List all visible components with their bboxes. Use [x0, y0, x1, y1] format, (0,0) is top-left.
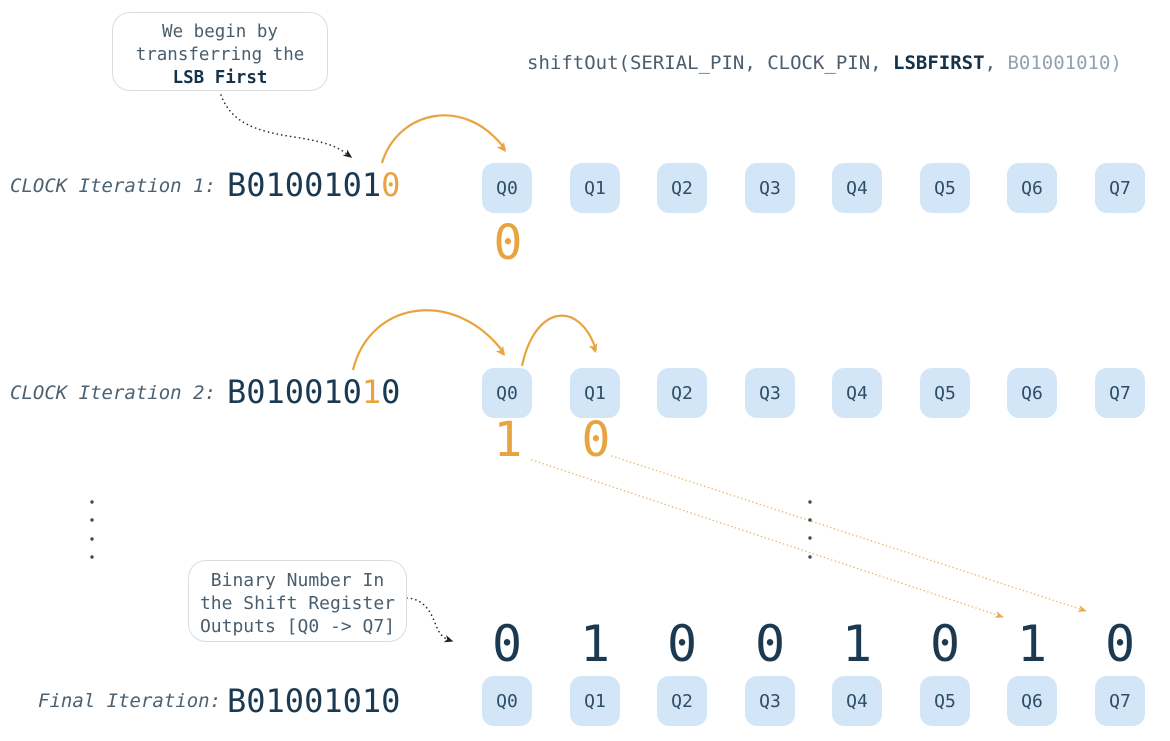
register-box-q0-row1: Q0 [482, 163, 532, 213]
final-digit-q7: 0 [1104, 615, 1136, 673]
register-label: Q4 [846, 177, 868, 199]
callout-lsb-first: We begin by transferring the LSB First [112, 12, 328, 91]
register-label: Q5 [934, 382, 956, 404]
final-digit-q6: 1 [1016, 615, 1048, 673]
register-box-q3-row2: Q3 [745, 368, 795, 418]
register-box-q6-final: Q6 [1007, 676, 1057, 726]
register-box-q1-row1: Q1 [570, 163, 620, 213]
shift-q0-to-q1-arrow [520, 314, 596, 367]
final-digit-q4: 1 [841, 615, 873, 673]
register-box-q4-row1: Q4 [832, 163, 882, 213]
final-digit-q1: 1 [579, 615, 611, 673]
label-clock-iteration-1: CLOCK Iteration 1: [10, 175, 216, 197]
bit-propagation-arrow-q0-to-q6 [531, 459, 1004, 618]
register-label: Q6 [1021, 177, 1043, 199]
register-label: Q2 [671, 177, 693, 199]
register-label: Q1 [584, 177, 606, 199]
register-label: Q4 [846, 690, 868, 712]
q1-output-iter2: 0 [581, 412, 611, 468]
register-label: Q7 [1109, 382, 1131, 404]
callout-lsb-line2: transferring the [135, 45, 305, 65]
register-label: Q6 [1021, 690, 1043, 712]
register-label: Q0 [496, 177, 518, 199]
binary-final: B01001010 [227, 685, 400, 717]
callout-lsb-tail-arrow [220, 94, 353, 158]
final-digit-q5: 0 [929, 615, 961, 673]
label-final-iteration: Final Iteration: [38, 690, 222, 712]
register-box-q0-final: Q0 [482, 676, 532, 726]
register-box-q3-final: Q3 [745, 676, 795, 726]
callout-output-line3: Outputs [Q0 -> Q7] [199, 616, 396, 637]
code-separator: , [984, 52, 1008, 74]
register-box-q7-row1: Q7 [1095, 163, 1145, 213]
register-box-q7-row2: Q7 [1095, 368, 1145, 418]
register-label: Q7 [1109, 177, 1131, 199]
binary1-head: B0100101 [227, 166, 382, 204]
callout-lsb-line1: We begin by [162, 22, 278, 42]
callout-output-line2: the Shift Register [199, 593, 396, 614]
final-digit-q2: 0 [666, 615, 698, 673]
q0-output-iter2: 1 [493, 412, 523, 468]
register-box-q1-row2: Q1 [570, 368, 620, 418]
ellipsis-dots-middle [808, 500, 812, 559]
register-box-q1-final: Q1 [570, 676, 620, 726]
register-box-q5-row1: Q5 [920, 163, 970, 213]
callout-register-outputs: Binary Number In the Shift Register Outp… [188, 560, 407, 642]
binary-iteration-1: B01001010 [227, 169, 400, 201]
register-box-q4-final: Q4 [832, 676, 882, 726]
binary-iteration-2: B01001010 [227, 376, 400, 408]
register-box-q4-row2: Q4 [832, 368, 882, 418]
q0-output-iter1: 0 [493, 215, 523, 271]
binary1-active-bit: 0 [381, 166, 401, 204]
register-label: Q1 [584, 690, 606, 712]
register-label: Q6 [1021, 382, 1043, 404]
register-box-q3-row1: Q3 [745, 163, 795, 213]
shiftout-code: shiftOut(SERIAL_PIN, CLOCK_PIN, LSBFIRST… [527, 52, 1122, 74]
register-label: Q4 [846, 382, 868, 404]
register-label: Q0 [496, 690, 518, 712]
register-box-q0-row2: Q0 [482, 368, 532, 418]
register-label: Q0 [496, 382, 518, 404]
shift-in-arrow-iter2 [351, 309, 504, 371]
register-box-q6-row1: Q6 [1007, 163, 1057, 213]
code-argument: B01001010) [1007, 52, 1122, 74]
register-label: Q3 [759, 690, 781, 712]
register-box-q5-row2: Q5 [920, 368, 970, 418]
binary-final-value: B01001010 [227, 682, 401, 720]
shift-in-arrow-iter1 [380, 114, 505, 164]
register-box-q2-row1: Q2 [657, 163, 707, 213]
binary2-head: B010010 [227, 373, 362, 411]
register-label: Q5 [934, 690, 956, 712]
register-box-q5-final: Q5 [920, 676, 970, 726]
register-label: Q3 [759, 382, 781, 404]
register-label: Q2 [671, 690, 693, 712]
callout-output-line1: Binary Number In [210, 570, 385, 591]
register-label: Q5 [934, 177, 956, 199]
register-label: Q7 [1109, 690, 1131, 712]
ellipsis-dots-left [90, 500, 94, 559]
register-box-q6-row2: Q6 [1007, 368, 1057, 418]
register-box-q7-final: Q7 [1095, 676, 1145, 726]
final-digit-q3: 0 [754, 615, 786, 673]
bit-propagation-arrow-q1-to-q7 [611, 455, 1087, 612]
callout-output-tail-arrow [406, 597, 454, 643]
callout-lsb-line3: LSB First [172, 68, 268, 88]
register-box-q2-final: Q2 [657, 676, 707, 726]
label-clock-iteration-2: CLOCK Iteration 2: [10, 382, 216, 404]
register-label: Q1 [584, 382, 606, 404]
register-label: Q3 [759, 177, 781, 199]
code-keyword-lsbfirst: LSBFIRST [893, 52, 985, 74]
final-digit-q0: 0 [491, 615, 523, 673]
binary2-active-bit: 1 [361, 373, 382, 411]
register-box-q2-row2: Q2 [657, 368, 707, 418]
register-label: Q2 [671, 382, 693, 404]
code-prefix: shiftOut(SERIAL_PIN, CLOCK_PIN, [527, 52, 894, 74]
binary2-tail: 0 [381, 373, 401, 411]
